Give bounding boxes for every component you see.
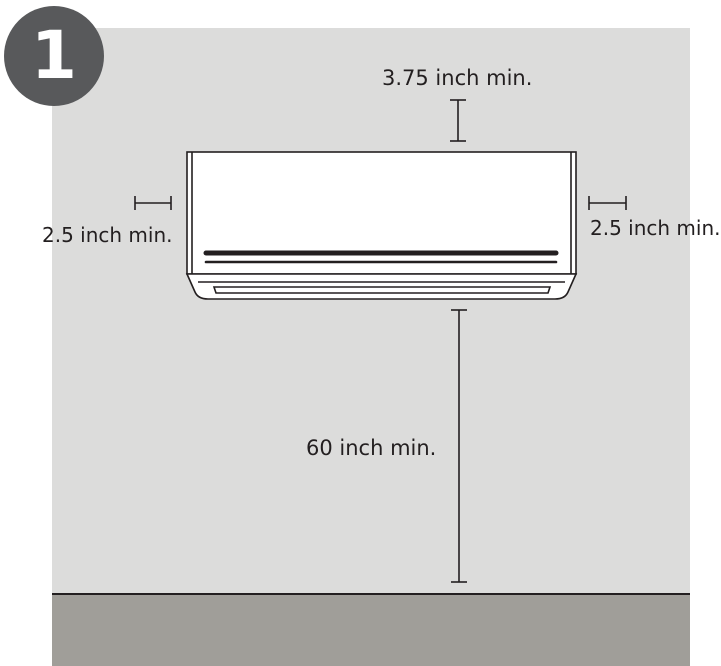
top-clearance-label: 3.75 inch min. <box>382 66 533 90</box>
right-clearance-label: 2.5 inch min. <box>590 216 721 240</box>
step-badge <box>4 6 104 106</box>
left-clearance-label: 2.5 inch min. <box>42 223 173 247</box>
bottom-clearance-label: 60 inch min. <box>306 436 437 460</box>
floor-rounded-corner <box>52 594 690 666</box>
right-clearance-marker <box>588 196 627 210</box>
wall-panel <box>52 28 690 666</box>
installation-clearance-diagram <box>4 6 690 666</box>
step-number: 1 <box>31 17 77 94</box>
air-conditioner-unit <box>185 151 578 300</box>
left-clearance-marker <box>134 196 172 210</box>
top-clearance-marker <box>450 99 466 142</box>
bottom-clearance-marker <box>451 309 467 583</box>
